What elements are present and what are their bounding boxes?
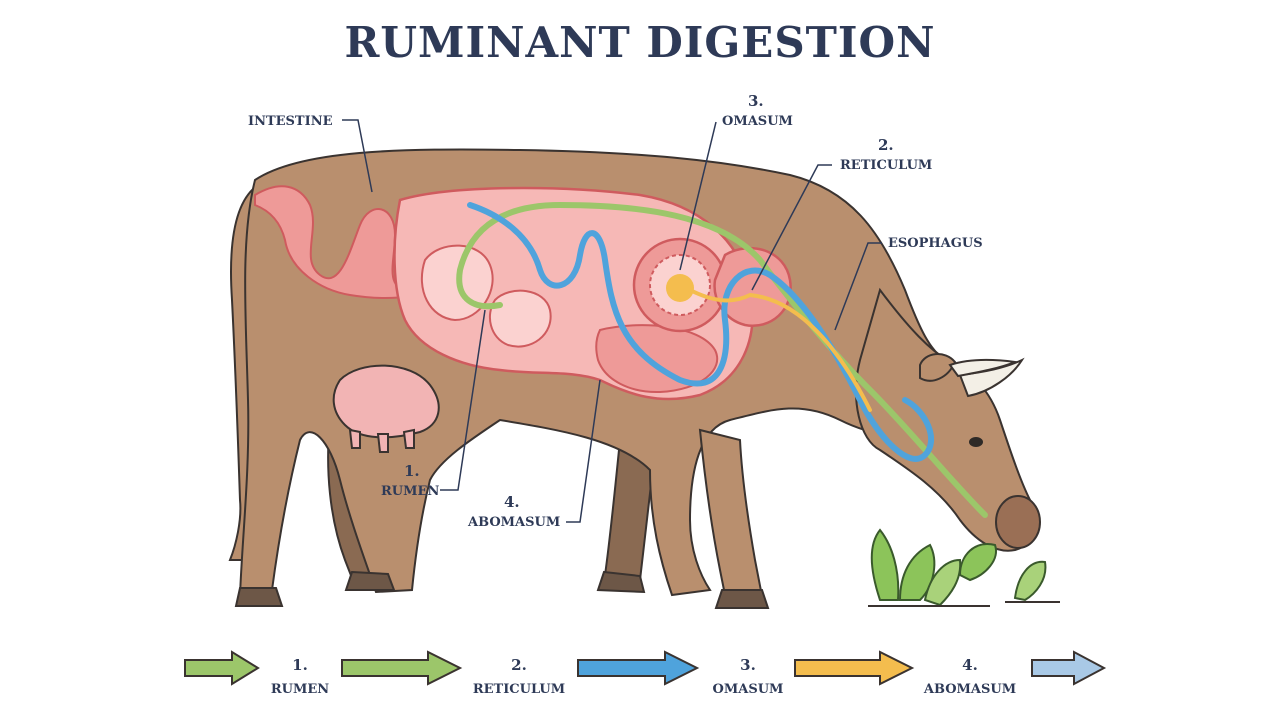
flow-arrow-2	[577, 650, 700, 686]
digestive-organs	[254, 185, 988, 518]
flow-arrow-start	[184, 650, 260, 686]
label-omasum-number: 3.	[748, 92, 764, 110]
label-esophagus: ESOPHAGUS	[888, 236, 983, 251]
flow-legend: 1. RUMEN 2. RETICULUM 3. OMASUM 4. ABOMA…	[184, 650, 1107, 697]
label-abomasum-number: 4.	[504, 493, 520, 511]
abomasum-leader	[566, 379, 601, 523]
reticulum-organ	[713, 246, 792, 328]
label-reticulum-number: 2.	[878, 136, 894, 154]
label-omasum: OMASUM	[722, 114, 793, 129]
flow-step-1-number: 1.	[292, 656, 308, 674]
grass-plants	[868, 528, 1060, 607]
omasum-leader	[679, 121, 717, 271]
reticulum-leader	[751, 164, 832, 291]
intestine-leader	[342, 119, 373, 193]
label-intestine: INTESTINE	[248, 114, 333, 129]
flow-step-1-name: RUMEN	[271, 682, 329, 697]
diagram-title: RUMINANT DIGESTION	[344, 18, 936, 67]
flow-step-3-name: OMASUM	[713, 682, 784, 697]
label-reticulum: RETICULUM	[840, 158, 932, 173]
flow-step-3-number: 3.	[740, 656, 756, 674]
flow-arrow-1	[341, 650, 463, 686]
flow-arrow-3	[794, 650, 915, 686]
flow-arrow-4	[1031, 650, 1107, 686]
esophagus-leader	[834, 242, 882, 331]
label-abomasum: ABOMASUM	[467, 515, 560, 530]
flow-step-4-number: 4.	[962, 656, 978, 674]
flow-step-2-name: RETICULUM	[473, 682, 565, 697]
flow-step-4-name: ABOMASUM	[923, 682, 1016, 697]
flow-step-2-number: 2.	[511, 656, 527, 674]
label-rumen: RUMEN	[381, 484, 439, 499]
rumen-leader	[440, 309, 486, 491]
label-rumen-number: 1.	[404, 462, 420, 480]
